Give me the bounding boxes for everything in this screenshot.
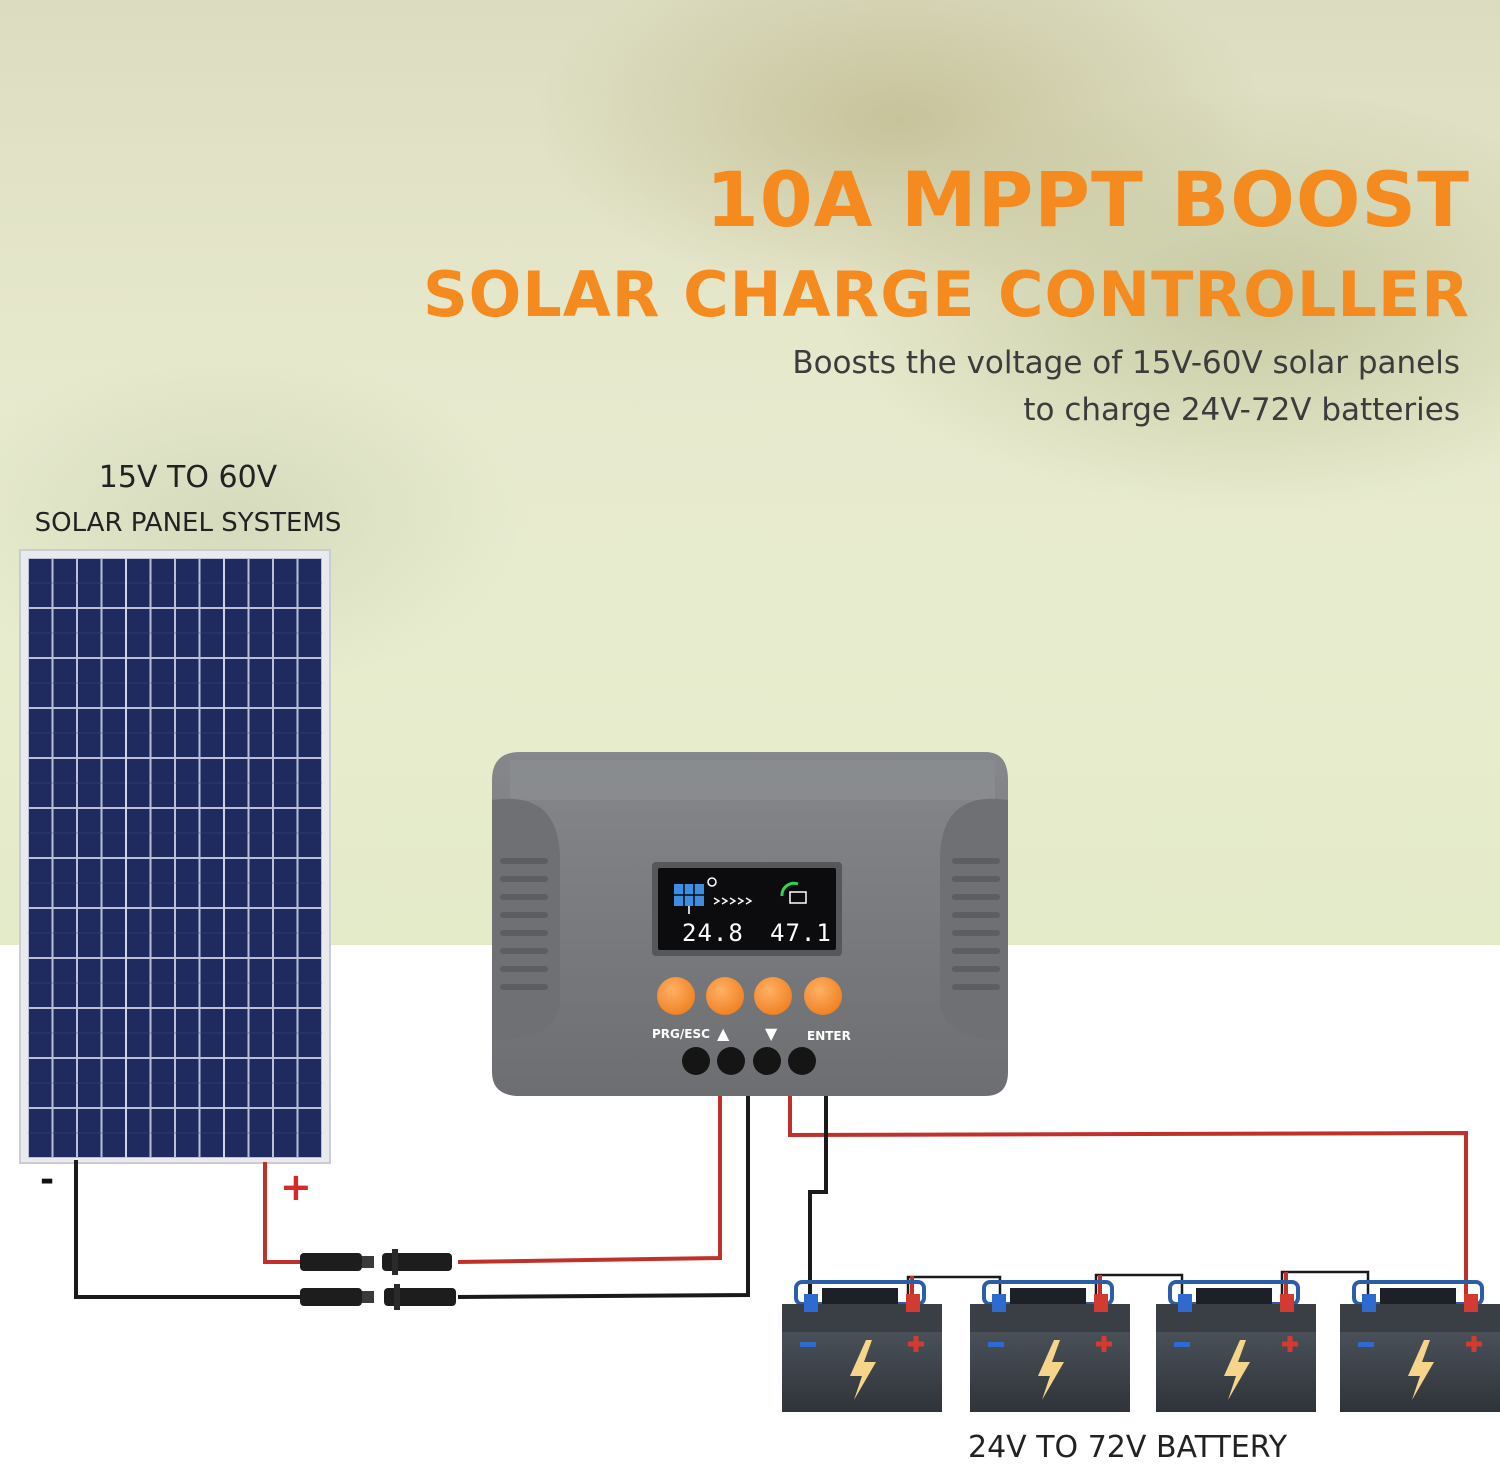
- panel-wiring: [74, 1096, 750, 1299]
- headline-line-1: 10A MPPT BOOST: [705, 155, 1470, 244]
- battery-bank-label: 24V TO 72V BATTERY: [968, 1430, 1288, 1465]
- battery-4: [1340, 1280, 1500, 1412]
- battery-bank: [782, 1280, 1500, 1412]
- solar-panel: [19, 549, 331, 1164]
- battery-3: [1156, 1280, 1316, 1412]
- headline-line-2: SOLAR CHARGE CONTROLLER: [422, 258, 1470, 331]
- enter-label: ENTER: [807, 1029, 851, 1043]
- subtitle-line-2: to charge 24V-72V batteries: [1023, 392, 1460, 428]
- battery-icon: [780, 881, 807, 904]
- right-vent: [940, 798, 1008, 1040]
- lcd-right-reading: 47.1: [770, 919, 832, 947]
- charge-controller: [492, 752, 1008, 1096]
- lcd-left-reading: 24.8: [682, 919, 744, 947]
- control-buttons: [657, 977, 842, 1015]
- down-button[interactable]: [754, 977, 792, 1015]
- battery-2: [970, 1280, 1130, 1412]
- wire-terminals: [682, 1047, 816, 1075]
- flow-arrows-icon: [713, 897, 753, 905]
- up-button[interactable]: [706, 977, 744, 1015]
- battery-1: [782, 1280, 942, 1412]
- left-vent: [492, 798, 560, 1040]
- lcd-screen: [652, 862, 842, 956]
- positive-terminal-mark: +: [280, 1165, 312, 1209]
- negative-terminal-mark: -: [40, 1160, 55, 1200]
- subtitle-line-1: Boosts the voltage of 15V-60V solar pane…: [792, 345, 1460, 381]
- solar-panel-voltage-label: 15V TO 60V: [98, 460, 278, 495]
- mc4-connectors: [300, 1249, 456, 1310]
- battery-wiring: [788, 1096, 1468, 1300]
- solar-panel-icon: [674, 877, 717, 914]
- down-arrow-label: ▼: [765, 1024, 778, 1043]
- up-arrow-label: ▲: [717, 1024, 730, 1043]
- prg-esc-label: PRG/ESC: [652, 1027, 710, 1041]
- prg-esc-button[interactable]: [657, 977, 695, 1015]
- solar-panel-systems-label: SOLAR PANEL SYSTEMS: [34, 508, 342, 538]
- enter-button[interactable]: [804, 977, 842, 1015]
